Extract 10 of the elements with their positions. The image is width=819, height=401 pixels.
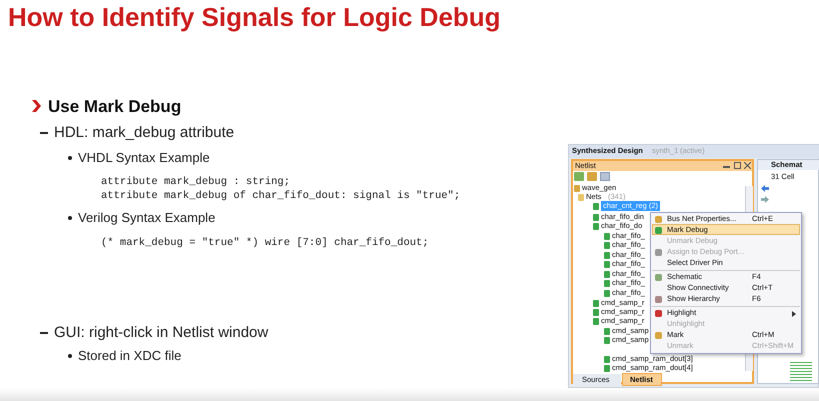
bullet-text: HDL: mark_debug attribute: [54, 125, 234, 140]
bullet-text: VHDL Syntax Example: [78, 151, 210, 164]
bullet-text: Stored in XDC file: [78, 349, 182, 362]
code-line: (* mark_debug = "true" *) wire [7:0] char_fifo_dout;: [101, 238, 429, 248]
code-line: attribute mark_debug of char_fifo_dout: signal is "true";: [101, 191, 460, 202]
bullet-text: GUI: right-click in Netlist window: [54, 325, 268, 340]
bullet-heading: Use Mark Debug: [48, 98, 182, 115]
code-line: attribute mark_debug : string;: [101, 177, 290, 188]
bullet-text: Verilog Syntax Example: [78, 211, 216, 224]
slide-title: How to Identify Signals for Logic Debug: [8, 4, 501, 30]
